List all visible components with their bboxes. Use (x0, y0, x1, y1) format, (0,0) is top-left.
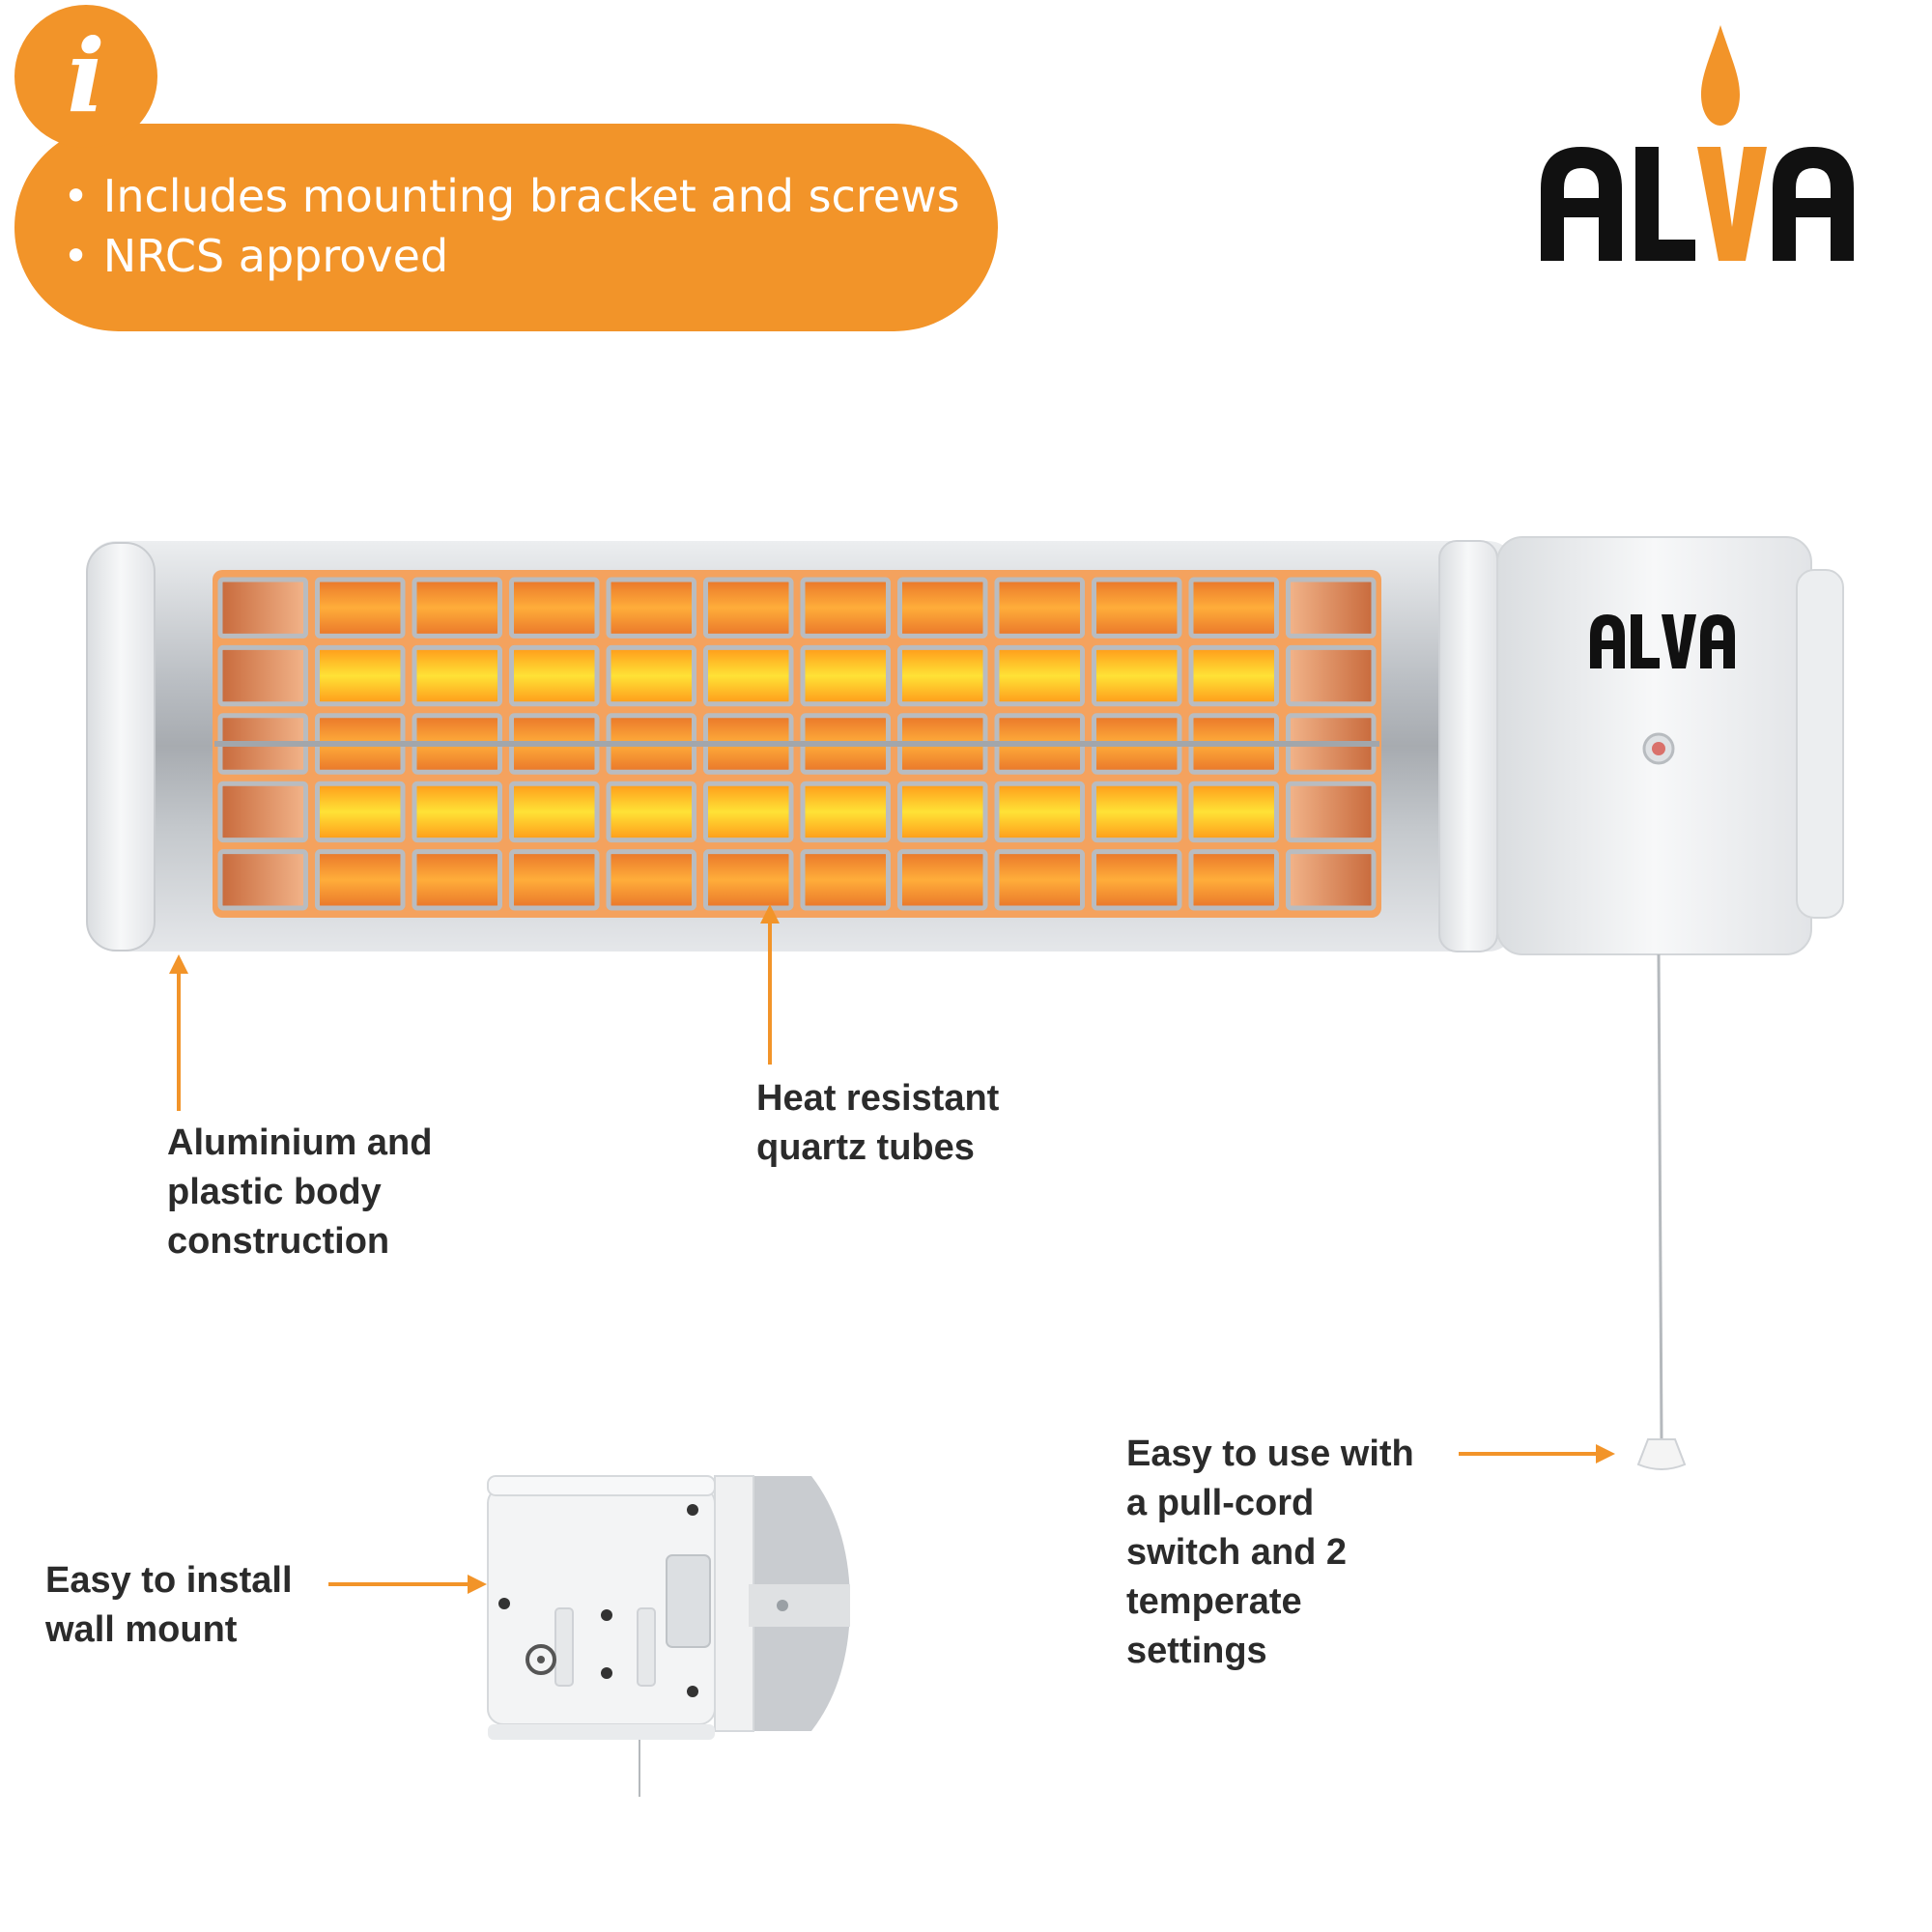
callout-body: Aluminium and plastic body construction (167, 1119, 432, 1266)
callout-line: plastic body (167, 1172, 382, 1212)
callout-line: Easy to use with (1126, 1434, 1414, 1474)
feature-item: Includes mounting bracket and screws (63, 166, 960, 226)
callout-pull-cord: Easy to use with a pull-cord switch and … (1126, 1430, 1414, 1676)
info-icon: i (67, 16, 105, 135)
callout-line: Aluminium and (167, 1122, 433, 1163)
callout-line: temperate (1126, 1581, 1302, 1622)
control-box (1496, 536, 1844, 1470)
callout-line: quartz tubes (756, 1127, 975, 1168)
callout-line: wall mount (45, 1609, 238, 1650)
wall-mount-illustration (487, 1475, 850, 1797)
callout-line: switch and 2 (1126, 1532, 1348, 1573)
callout-line: Easy to install (45, 1560, 293, 1601)
callout-wall-mount: Easy to install wall mount (45, 1556, 293, 1655)
flame-icon (1701, 25, 1740, 126)
info-icon-badge (14, 5, 157, 148)
callout-line: Heat resistant (756, 1078, 1000, 1119)
callout-tubes: Heat resistant quartz tubes (756, 1074, 999, 1173)
feature-item: NRCS approved (63, 226, 960, 286)
quartz-grille (214, 577, 1379, 911)
callout-line: construction (167, 1221, 390, 1262)
callout-line: a pull-cord (1126, 1483, 1315, 1523)
vent-icon (526, 1644, 556, 1675)
unit-logo (1590, 614, 1735, 668)
feature-list: Includes mounting bracket and screws NRC… (63, 166, 960, 286)
brand-logo (1521, 19, 1869, 270)
pull-cord (1657, 953, 1663, 1442)
pull-cord-handle-icon (1636, 1438, 1687, 1470)
callout-line: settings (1126, 1631, 1267, 1671)
